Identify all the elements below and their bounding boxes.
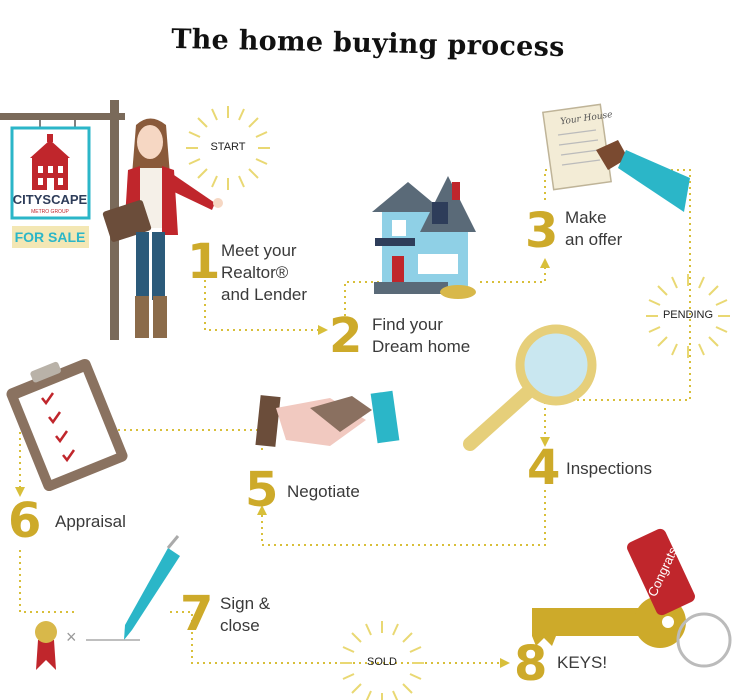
path-arrowheads (15, 258, 550, 668)
pending-badge: PENDING (662, 309, 714, 321)
step-3-number: 3 (525, 203, 559, 259)
step-1-line-2: Realtor® (221, 263, 289, 283)
handshake-icon (255, 390, 400, 447)
step-8-label: KEYS! (557, 653, 608, 672)
step-7-label: Sign & close (220, 593, 270, 637)
appraisal-clipboard-icon (6, 358, 128, 492)
step-2-line-1: Find your (372, 315, 443, 334)
step-7-number: 7 (180, 586, 214, 642)
step-6-number: 6 (8, 493, 42, 549)
step-5-label: Negotiate (287, 482, 360, 501)
step-8-number: 8 (514, 636, 548, 692)
svg-text:×: × (66, 627, 77, 647)
start-badge: START (210, 141, 246, 153)
gold-seal-icon (35, 621, 57, 670)
step-1-label: Meet your Realtor® and Lender (221, 240, 307, 306)
step-2-number: 2 (329, 308, 363, 364)
step-5-number: 5 (245, 462, 279, 518)
step-4-label: Inspections (566, 459, 652, 478)
step-3-label: Make an offer (565, 207, 622, 251)
for-sale-label: FOR SALE (15, 229, 86, 245)
step-7-line-1: Sign & (220, 594, 271, 613)
step-1-line-3: and Lender (221, 285, 308, 305)
signature-line: × (66, 627, 140, 647)
offer-document-icon (542, 103, 690, 212)
dream-house-icon (372, 176, 476, 299)
sign-brand: CITYSCAPE (13, 192, 88, 207)
step-2-line-2: Dream home (372, 337, 471, 357)
step-7-line-2: close (220, 616, 260, 636)
step-6-label: Appraisal (55, 512, 126, 531)
step-1-number: 1 (187, 234, 221, 290)
sold-badge: SOLD (367, 656, 397, 668)
step-3-line-1: Make (565, 208, 607, 227)
realtor-woman-figure (102, 118, 223, 338)
step-4-number: 4 (527, 440, 561, 496)
magnifying-glass-icon (463, 324, 597, 451)
sign-brand-sub: METRO GROUP (31, 209, 69, 215)
step-3-line-2: an offer (565, 230, 623, 250)
signing-pen-icon (124, 535, 180, 640)
building-logo-icon (30, 134, 70, 190)
step-1-line-1: Meet your (221, 241, 297, 260)
congrats-tag-icon (627, 528, 695, 616)
step-2-label: Find your Dream home (372, 314, 470, 358)
